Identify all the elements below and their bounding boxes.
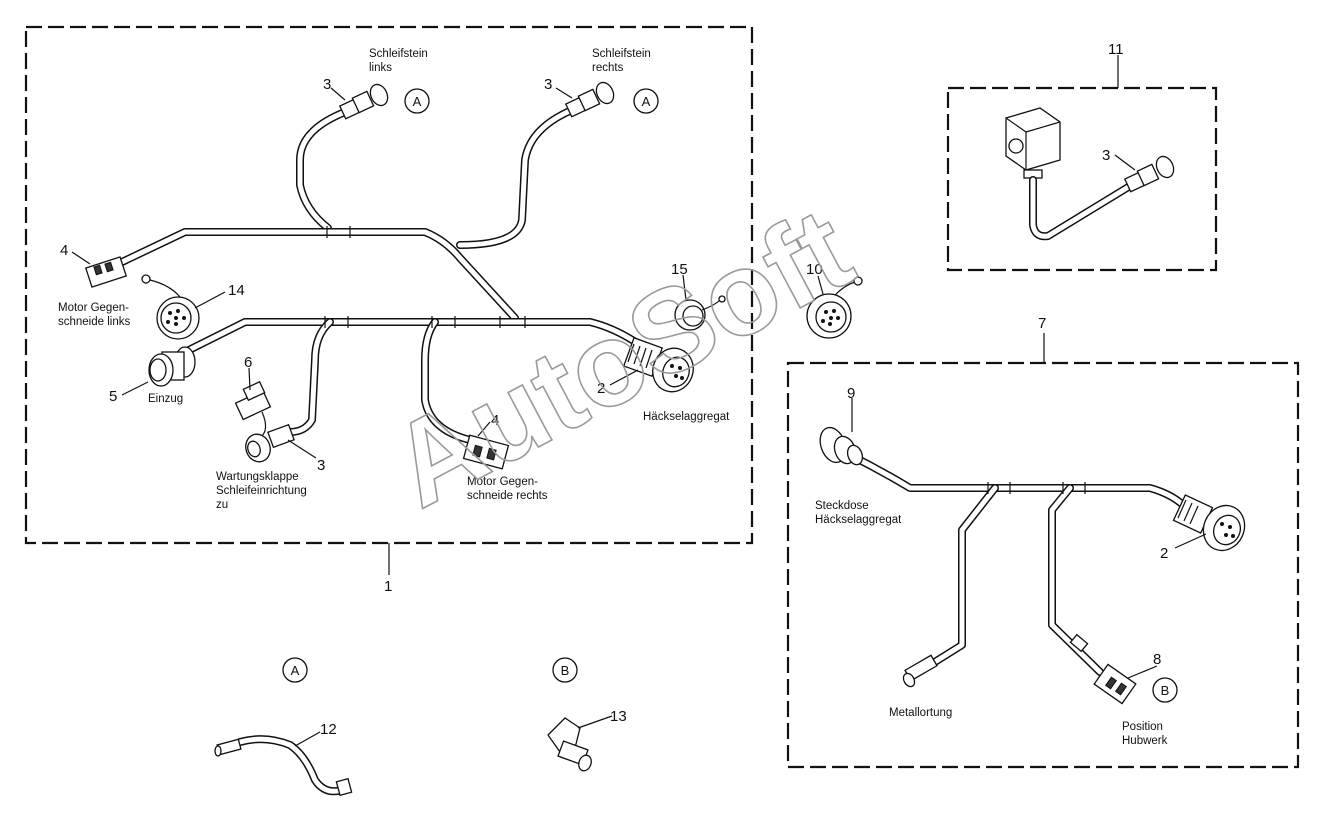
connector-6 — [234, 380, 272, 439]
callout-9: 9 — [847, 385, 855, 402]
part-10-round-connector — [806, 276, 863, 339]
assembly-box-1 — [24, 25, 754, 545]
ref-b-1: B — [1152, 677, 1178, 703]
connector-5-einzug — [148, 346, 196, 387]
part-15-cap — [674, 295, 726, 331]
callout-14: 14 — [228, 282, 245, 299]
connector-3-wartungsklappe — [245, 423, 295, 463]
harness-7-wires — [846, 451, 1192, 676]
text-labels: Schleifstein links Schleifstein rechts M… — [58, 48, 1168, 747]
harness-1-wires — [118, 106, 644, 444]
callout-4: 4 — [491, 412, 499, 429]
svg-text:A: A — [642, 94, 651, 109]
label-wartungsklappe-1: Wartungsklappe — [216, 471, 299, 483]
callout-7: 7 — [1038, 315, 1046, 332]
connector-4-motor-rechts — [462, 434, 510, 470]
callout-11: 11 — [1108, 41, 1124, 58]
label-position-hubwerk-2: Hubwerk — [1122, 735, 1168, 747]
callout-3: 3 — [1102, 147, 1110, 164]
callout-6: 6 — [244, 354, 252, 371]
svg-text:A: A — [291, 663, 300, 678]
callout-10: 10 — [806, 261, 823, 278]
connector-8-position-hubwerk — [1069, 633, 1137, 705]
ref-b-2: B — [552, 657, 578, 683]
assembly-box-11 — [946, 86, 1218, 272]
part-12-cable — [214, 735, 353, 797]
callout-2: 2 — [1160, 545, 1168, 562]
callout-2: 2 — [597, 380, 605, 397]
label-steckdose-1: Steckdose — [815, 500, 869, 512]
label-motor-rechts-2: schneide rechts — [467, 490, 548, 502]
label-metallortung: Metallortung — [889, 707, 952, 719]
connector-metallortung — [902, 654, 938, 688]
label-motor-links-1: Motor Gegen- — [58, 302, 129, 314]
callout-12: 12 — [320, 721, 337, 738]
ref-a-2: A — [633, 88, 659, 114]
label-wartungsklappe-2: Schleifeinrichtung — [216, 485, 307, 497]
part-13-connector — [547, 717, 592, 772]
label-schleifstein-links-1: Schleifstein — [369, 48, 428, 60]
callout-8: 8 — [1153, 651, 1161, 668]
ref-a-3: A — [282, 657, 308, 683]
connector-14-round — [141, 274, 200, 340]
callout-4: 4 — [60, 242, 68, 259]
connector-2-harness-7 — [1172, 494, 1246, 552]
callout-numbers: 3 3 4 14 5 6 3 4 2 15 1 11 3 10 7 9 2 8 … — [60, 41, 1168, 738]
part-11-box-sensor — [1005, 107, 1175, 241]
connector-9-steckdose — [819, 426, 864, 466]
callout-13: 13 — [610, 708, 627, 725]
label-steckdose-2: Häckselaggregat — [815, 514, 902, 526]
svg-text:A: A — [413, 94, 422, 109]
label-wartungsklappe-3: zu — [216, 499, 228, 511]
assembly-box-7 — [786, 361, 1300, 769]
label-schleifstein-rechts-2: rechts — [592, 62, 624, 74]
connector-4-motor-links — [84, 256, 128, 288]
svg-text:B: B — [561, 663, 570, 678]
callout-leaders — [71, 87, 1207, 747]
label-schleifstein-links-2: links — [369, 62, 392, 74]
ref-a-1: A — [404, 88, 430, 114]
label-einzug: Einzug — [148, 393, 183, 405]
label-haeckselaggregat: Häckselaggregat — [643, 411, 730, 423]
label-position-hubwerk-1: Position — [1122, 721, 1163, 733]
callout-15: 15 — [671, 261, 688, 278]
watermark: AutoSoft — [370, 183, 872, 533]
callout-3: 3 — [544, 76, 552, 93]
callout-5: 5 — [109, 388, 117, 405]
callout-3: 3 — [317, 457, 325, 474]
label-motor-rechts-1: Motor Gegen- — [467, 476, 538, 488]
harness-1-branch-marks — [324, 226, 526, 328]
svg-text:B: B — [1161, 683, 1170, 698]
connector-2-haeckselaggregat — [622, 336, 694, 393]
label-schleifstein-rechts-1: Schleifstein — [592, 48, 651, 60]
connector-3-schleifstein-links — [338, 83, 389, 120]
callout-3: 3 — [323, 76, 331, 93]
callout-1: 1 — [384, 578, 392, 595]
connector-3-schleifstein-rechts — [564, 81, 615, 118]
label-motor-links-2: schneide links — [58, 316, 130, 328]
